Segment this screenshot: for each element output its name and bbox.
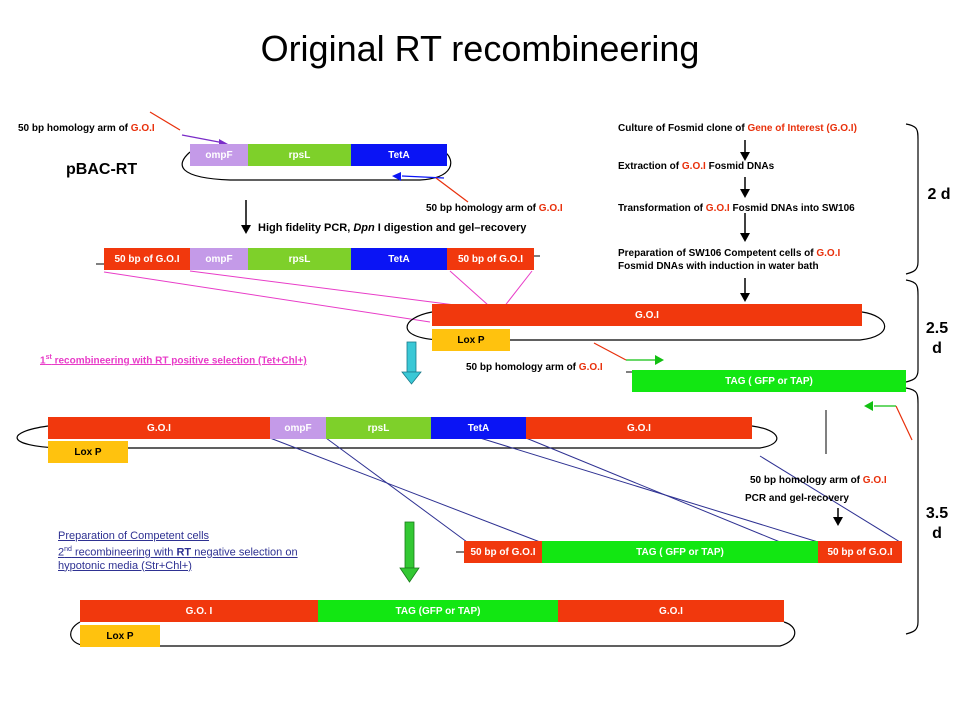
fosmid-backbone-3 bbox=[70, 621, 796, 647]
second-recombineering-label: Preparation of Competent cells 2nd recom… bbox=[58, 530, 298, 572]
segment-50bp-goi-right: 50 bp of G.O.I bbox=[447, 248, 534, 270]
segment-teta: TetA bbox=[351, 144, 447, 166]
crossover-navy-5 bbox=[759, 455, 901, 543]
step-culture: Culture of Fosmid clone of Gene of Inter… bbox=[618, 123, 857, 134]
bracket-2-5d bbox=[905, 279, 919, 383]
pcr-step-label: High fidelity PCR, Dpn I digestion and g… bbox=[258, 222, 527, 234]
bracket-3-5d bbox=[905, 387, 919, 635]
segment-tag-top: TAG ( GFP or TAP) bbox=[632, 370, 906, 392]
segment-goi-final-left: G.O. I bbox=[80, 600, 318, 622]
pcr-gel-label: PCR and gel-recovery bbox=[745, 493, 849, 504]
pbac-rt-label: pBAC-RT bbox=[66, 161, 138, 178]
segment-tag-final: TAG (GFP or TAP) bbox=[318, 600, 558, 622]
step-arrowhead-2 bbox=[740, 189, 750, 198]
first-recombineering-label: 1st recombineering with RT positive sele… bbox=[40, 354, 307, 367]
tag-arrowhead-green bbox=[655, 355, 664, 365]
step-transformation: Transformation of G.O.I Fosmid DNAs into… bbox=[618, 203, 855, 214]
lox-p-fosmid: Lox P bbox=[432, 329, 510, 351]
duration-2d: 2 d bbox=[927, 186, 951, 203]
segment-teta-r1: TetA bbox=[431, 417, 526, 439]
segment-50bp-goi-left: 50 bp of G.O.I bbox=[104, 248, 190, 270]
selection-arrow-1-head bbox=[401, 371, 422, 385]
segment-goi-r1-left: G.O.I bbox=[48, 417, 270, 439]
pbac-backbone bbox=[181, 151, 452, 181]
segment-50bp-goi-tag-left: 50 bp of G.O.I bbox=[464, 541, 542, 563]
crossover-pink-1 bbox=[103, 271, 431, 323]
homology-arrow-bottom bbox=[401, 175, 445, 179]
segment-rpsl: rpsL bbox=[248, 144, 351, 166]
crossover-pink-2 bbox=[189, 270, 456, 306]
segment-ompf-pcr: ompF bbox=[190, 248, 248, 270]
selection-arrow-2-shaft bbox=[404, 521, 415, 569]
page-title: Original RT recombineering bbox=[260, 28, 700, 69]
segment-rpsl-pcr: rpsL bbox=[248, 248, 351, 270]
crossover-navy-3 bbox=[479, 437, 819, 543]
homology-arrowhead-bottom bbox=[392, 172, 401, 181]
segment-goi-fosmid: G.O.I bbox=[432, 304, 862, 326]
pcr-gel-arrowhead bbox=[833, 517, 843, 526]
segment-50bp-goi-tag-right: 50 bp of G.O.I bbox=[818, 541, 902, 563]
crossover-pink-3 bbox=[449, 270, 489, 306]
homology-arrow-top bbox=[181, 134, 225, 144]
bracket-2d bbox=[905, 123, 919, 275]
right-pointer-red bbox=[895, 405, 913, 441]
homology-label-tag: 50 bp homology arm of G.O.I bbox=[466, 362, 603, 373]
segment-goi-final-right: G.O.I bbox=[558, 600, 784, 622]
segment-rpsl-r1: rpsL bbox=[326, 417, 431, 439]
right-arrowhead-green bbox=[864, 401, 873, 411]
fosmid-backbone-1 bbox=[406, 311, 886, 341]
homology-pointer-bottom bbox=[435, 177, 469, 203]
crossover-navy-4 bbox=[525, 437, 781, 543]
step-arrowhead-1 bbox=[740, 152, 750, 161]
step-extraction: Extraction of G.O.I Fosmid DNAs bbox=[618, 161, 775, 172]
crossover-navy-2 bbox=[325, 437, 468, 543]
selection-arrow-1-shaft bbox=[406, 341, 417, 373]
step-preparation: Preparation of SW106 Competent cells of … bbox=[618, 248, 841, 272]
selection-arrow-2-head bbox=[399, 567, 420, 583]
pcr-arrowhead bbox=[241, 225, 251, 234]
step-arrowhead-4 bbox=[740, 293, 750, 302]
segment-ompf: ompF bbox=[190, 144, 248, 166]
segment-ompf-r1: ompF bbox=[270, 417, 326, 439]
lox-p-r1: Lox P bbox=[48, 441, 128, 463]
step-arrowhead-3 bbox=[740, 233, 750, 242]
segment-teta-pcr: TetA bbox=[351, 248, 447, 270]
homology-label-top: 50 bp homology arm of G.O.I bbox=[18, 123, 155, 134]
segment-tag-pcr: TAG ( GFP or TAP) bbox=[542, 541, 818, 563]
homology-label-bottom: 50 bp homology arm of G.O.I bbox=[426, 203, 563, 214]
tag-pointer-red bbox=[593, 342, 627, 361]
homology-label-right: 50 bp homology arm of G.O.I bbox=[750, 475, 887, 486]
segment-goi-r1-right: G.O.I bbox=[526, 417, 752, 439]
lox-p-final: Lox P bbox=[80, 625, 160, 647]
homology-pointer-top bbox=[149, 111, 181, 131]
crossover-navy-1 bbox=[269, 437, 541, 543]
